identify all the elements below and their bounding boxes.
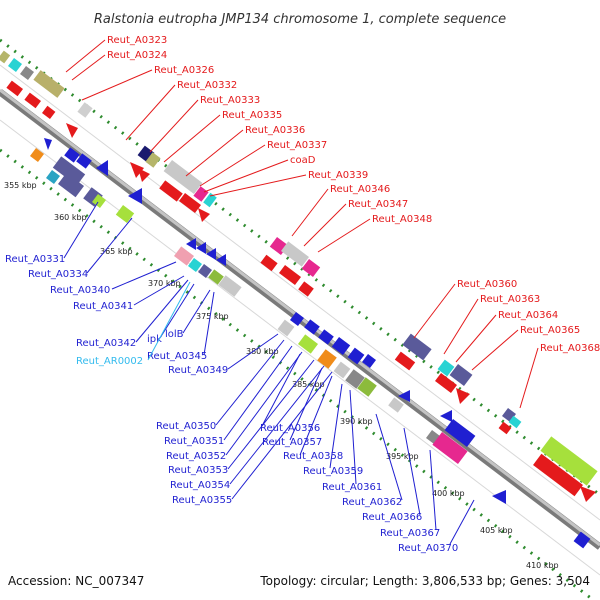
forward-gene-labels: Reut_A0323 Reut_A0324 Reut_A0326 Reut_A0…	[107, 35, 600, 354]
forward-leader-lines	[65, 39, 539, 409]
forward-strand-genes	[0, 50, 598, 502]
scale-labels: 355 kbp 360 kbp 365 kbp 370 kbp 375 kbp …	[4, 181, 559, 570]
gene-label: Reut_A0326	[154, 65, 214, 76]
gene-label: Reut_A0366	[362, 512, 422, 523]
gene-label: Reut_A0334	[28, 269, 88, 280]
gene-label: Reut_A0337	[267, 140, 327, 151]
reverse-leader-lines	[63, 201, 475, 545]
scale-label: 365 kbp	[100, 247, 133, 256]
gene-label: Reut_A0351	[164, 436, 224, 447]
gene-label: Reut_A0352	[166, 451, 226, 462]
gene-box	[33, 70, 65, 98]
gene-box	[77, 102, 93, 118]
gene-box	[19, 65, 35, 81]
gene-label: Reut_A0358	[283, 451, 343, 462]
scale-label: 375 kbp	[196, 312, 229, 321]
scale-label: 370 kbp	[148, 279, 181, 288]
gene-label: Reut_A0362	[342, 497, 402, 508]
gene-label: Reut_A0335	[222, 110, 282, 121]
gene-label: Reut_A0341	[73, 301, 133, 312]
scale-label: 400 kbp	[432, 489, 465, 498]
gene-label: coaD	[290, 155, 316, 166]
gene-label: Reut_A0324	[107, 50, 167, 61]
gene-label: Reut_A0354	[170, 480, 230, 491]
gene-box	[7, 57, 23, 73]
gene-label: Reut_A0359	[303, 466, 363, 477]
gene-label: Reut_A0323	[107, 35, 167, 46]
gene-label: Reut_A0370	[398, 543, 458, 554]
gene-label: Reut_A0333	[200, 95, 260, 106]
scale-label: 360 kbp	[54, 213, 87, 222]
gene-label: Reut_A0365	[520, 325, 580, 336]
gene-label: Reut_A0332	[177, 80, 237, 91]
gene-label: Reut_A0345	[147, 351, 207, 362]
gene-label: lolB	[165, 329, 184, 340]
reverse-gene-labels: Reut_A0331 Reut_A0334 Reut_A0340 Reut_A0…	[5, 254, 458, 554]
rna-gene-labels: Reut_AR0002	[76, 281, 191, 367]
gene-label: Reut_A0355	[172, 495, 232, 506]
gene-label: Reut_A0336	[245, 125, 305, 136]
accession-text: Accession: NC_007347	[8, 574, 144, 588]
gene-label: Reut_A0349	[168, 365, 228, 376]
reverse-strand-genes	[29, 138, 591, 549]
scale-label: 380 kbp	[246, 347, 279, 356]
gene-label: Reut_A0353	[168, 465, 228, 476]
scale-label: 355 kbp	[4, 181, 37, 190]
rna-gene-label: Reut_AR0002	[76, 356, 143, 367]
scale-label: 405 kbp	[480, 526, 513, 535]
gene-label: Reut_A0357	[262, 437, 322, 448]
gene-label: Reut_A0363	[480, 294, 540, 305]
gene-label: Reut_A0347	[348, 199, 408, 210]
gene-label: Reut_A0342	[76, 338, 136, 349]
map-title: Ralstonia eutropha JMP134 chromosome 1, …	[94, 12, 506, 27]
gene-label: ipk	[147, 334, 162, 345]
gene-label: Reut_A0346	[330, 184, 390, 195]
gene-label: Reut_A0331	[5, 254, 65, 265]
gene-label: Reut_A0364	[498, 310, 558, 321]
gene-label: Reut_A0339	[308, 170, 368, 181]
gene-label: Reut_A0368	[540, 343, 600, 354]
scale-label: 390 kbp	[340, 417, 373, 426]
gene-label: Reut_A0340	[50, 285, 110, 296]
gene-label: Reut_A0367	[380, 528, 440, 539]
topology-text: Topology: circular; Length: 3,806,533 bp…	[259, 574, 590, 588]
gene-label: Reut_A0350	[156, 421, 216, 432]
scale-label: 395 kbp	[386, 452, 419, 461]
scale-label: 385 kbp	[292, 380, 325, 389]
gene-label: Reut_A0356	[260, 423, 320, 434]
gene-label: Reut_A0361	[322, 482, 382, 493]
gene-label: Reut_A0360	[457, 279, 517, 290]
gene-box	[0, 50, 11, 64]
scale-label: 410 kbp	[526, 561, 559, 570]
gene-label: Reut_A0348	[372, 214, 432, 225]
